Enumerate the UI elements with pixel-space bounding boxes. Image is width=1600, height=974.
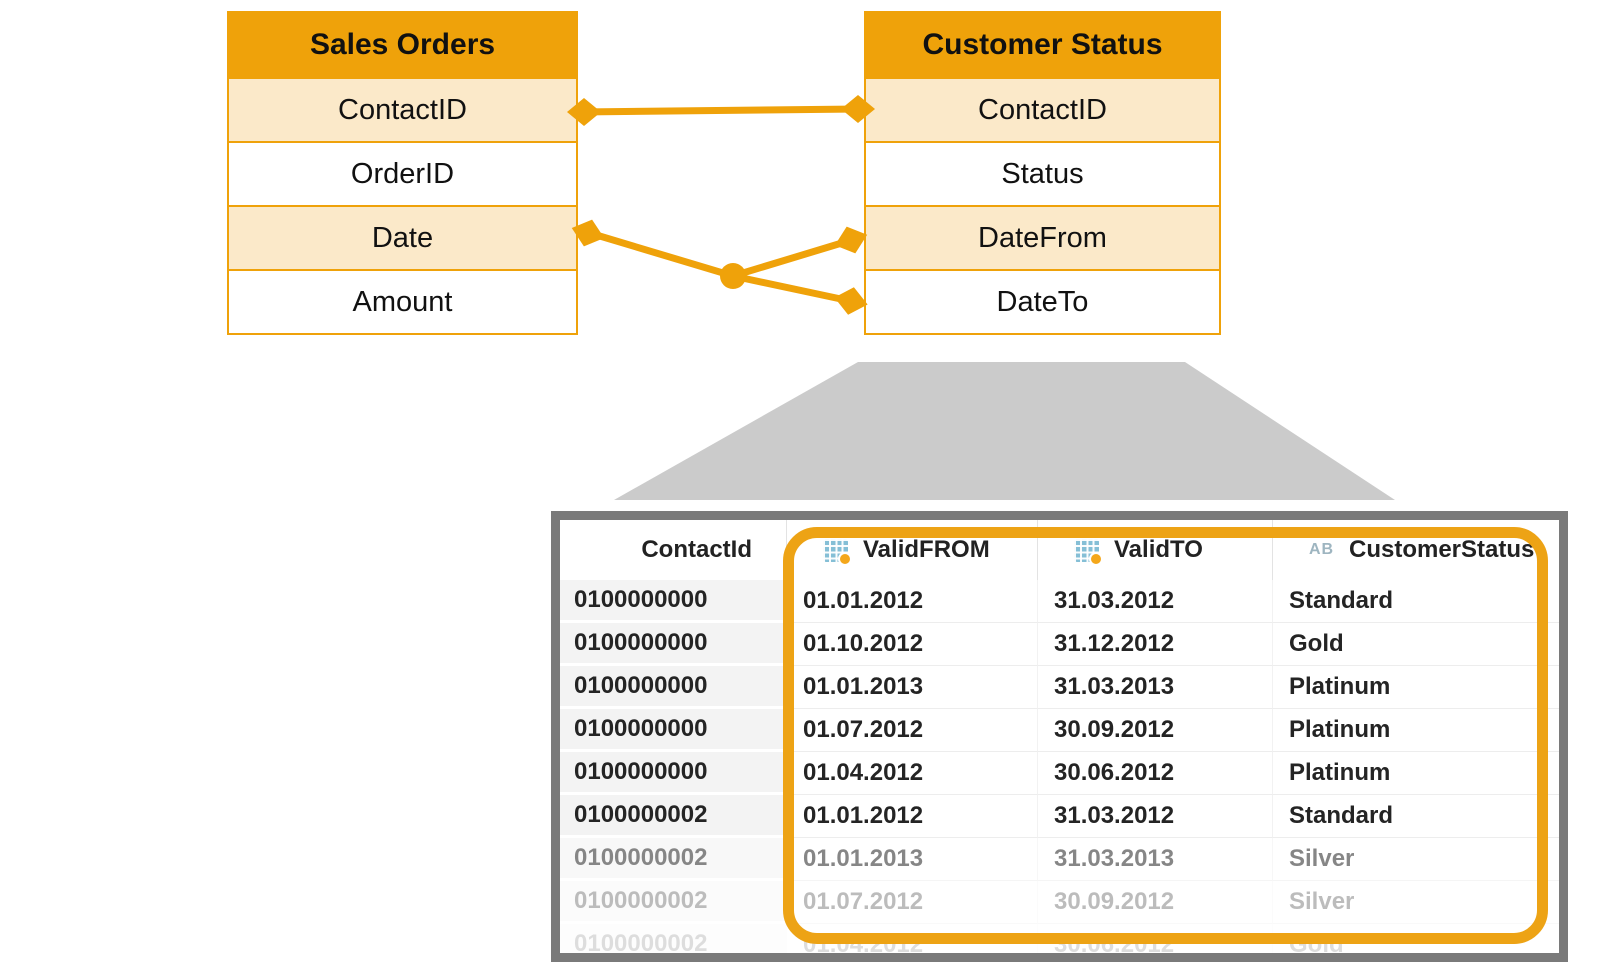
cell-validto: 30.06.2012 <box>1037 924 1272 953</box>
cell-validfrom: 01.01.2013 <box>786 666 1037 709</box>
preview-row: 0100000000 01.04.2012 30.06.2012 Platinu… <box>560 752 1559 795</box>
junction-dot <box>720 263 746 289</box>
cell-customerstatus: Silver <box>1272 881 1559 924</box>
cell-validto: 30.09.2012 <box>1037 881 1272 924</box>
cell-validfrom: 01.10.2012 <box>786 623 1037 666</box>
preview-row: 0100000002 01.01.2013 31.03.2013 Silver <box>560 838 1559 881</box>
cell-validfrom: 01.04.2012 <box>786 924 1037 953</box>
relationship-line-date-datefrom <box>579 227 859 280</box>
preview-header-row: ContactId ValidFROM ValidTO AB CustomerS… <box>560 520 1559 580</box>
cell-validto: 31.03.2013 <box>1037 838 1272 881</box>
cell-contactid: 0100000002 <box>560 924 786 953</box>
er-field-orderid: OrderID <box>229 141 576 205</box>
cell-validfrom: 01.07.2012 <box>786 881 1037 924</box>
cell-validto: 31.03.2012 <box>1037 795 1272 838</box>
column-header-validfrom: ValidFROM <box>786 520 1037 580</box>
funnel-trapezoid <box>614 362 1395 500</box>
column-header-customerstatus: AB CustomerStatus <box>1272 520 1559 580</box>
column-header-label: ValidFROM <box>863 536 990 563</box>
cell-validto: 30.06.2012 <box>1037 752 1272 795</box>
er-table-customer-status: Customer Status ContactID Status DateFro… <box>864 11 1221 335</box>
er-field-amount: Amount <box>229 269 576 333</box>
cell-customerstatus: Standard <box>1272 795 1559 838</box>
er-table-title: Sales Orders <box>229 13 576 77</box>
power-query-preview: ContactId ValidFROM ValidTO AB CustomerS… <box>551 511 1568 962</box>
cell-contactid: 0100000002 <box>560 881 786 924</box>
preview-row: 0100000000 01.01.2012 31.03.2012 Standar… <box>560 580 1559 623</box>
er-table-title: Customer Status <box>866 13 1219 77</box>
cell-contactid: 0100000002 <box>560 795 786 838</box>
column-header-validto: ValidTO <box>1037 520 1272 580</box>
cell-customerstatus: Platinum <box>1272 752 1559 795</box>
cell-contactid: 0100000000 <box>560 580 786 623</box>
er-field-contactid: ContactID <box>866 77 1219 141</box>
column-header-contactid: ContactId <box>560 520 786 580</box>
cell-contactid: 0100000000 <box>560 666 786 709</box>
relationship-line-contactid <box>576 105 864 116</box>
cell-validfrom: 01.07.2012 <box>786 709 1037 752</box>
relationship-line-date-dateto <box>729 272 859 306</box>
date-type-icon <box>823 538 852 566</box>
preview-row: 0100000000 01.10.2012 31.12.2012 Gold <box>560 623 1559 666</box>
er-field-contactid: ContactID <box>229 77 576 141</box>
preview-row: 0100000000 01.01.2013 31.03.2013 Platinu… <box>560 666 1559 709</box>
cell-validfrom: 01.01.2012 <box>786 580 1037 623</box>
cell-customerstatus: Standard <box>1272 580 1559 623</box>
cell-contactid: 0100000000 <box>560 623 786 666</box>
cell-customerstatus: Platinum <box>1272 709 1559 752</box>
cell-customerstatus: Gold <box>1272 623 1559 666</box>
preview-row: 0100000002 01.07.2012 30.09.2012 Silver <box>560 881 1559 924</box>
column-header-label: ContactId <box>641 536 752 563</box>
cell-contactid: 0100000002 <box>560 838 786 881</box>
cell-validto: 31.12.2012 <box>1037 623 1272 666</box>
er-field-datefrom: DateFrom <box>866 205 1219 269</box>
cell-contactid: 0100000000 <box>560 709 786 752</box>
preview-row: 0100000000 01.07.2012 30.09.2012 Platinu… <box>560 709 1559 752</box>
cell-validto: 31.03.2012 <box>1037 580 1272 623</box>
cell-customerstatus: Silver <box>1272 838 1559 881</box>
text-type-icon: AB <box>1309 541 1335 558</box>
er-field-dateto: DateTo <box>866 269 1219 333</box>
cell-validfrom: 01.01.2012 <box>786 795 1037 838</box>
er-field-date: Date <box>229 205 576 269</box>
cell-validfrom: 01.01.2013 <box>786 838 1037 881</box>
cell-contactid: 0100000000 <box>560 752 786 795</box>
cell-validto: 30.09.2012 <box>1037 709 1272 752</box>
er-table-sales-orders: Sales Orders ContactID OrderID Date Amou… <box>227 11 578 335</box>
cell-customerstatus: Platinum <box>1272 666 1559 709</box>
cell-customerstatus: Gold <box>1272 924 1559 953</box>
column-header-label: CustomerStatus <box>1349 536 1535 563</box>
cell-validfrom: 01.04.2012 <box>786 752 1037 795</box>
preview-row: 0100000002 01.01.2012 31.03.2012 Standar… <box>560 795 1559 838</box>
er-field-status: Status <box>866 141 1219 205</box>
preview-row: 0100000002 01.04.2012 30.06.2012 Gold <box>560 924 1559 953</box>
cell-validto: 31.03.2013 <box>1037 666 1272 709</box>
date-type-icon <box>1074 538 1103 566</box>
column-header-label: ValidTO <box>1114 536 1203 563</box>
